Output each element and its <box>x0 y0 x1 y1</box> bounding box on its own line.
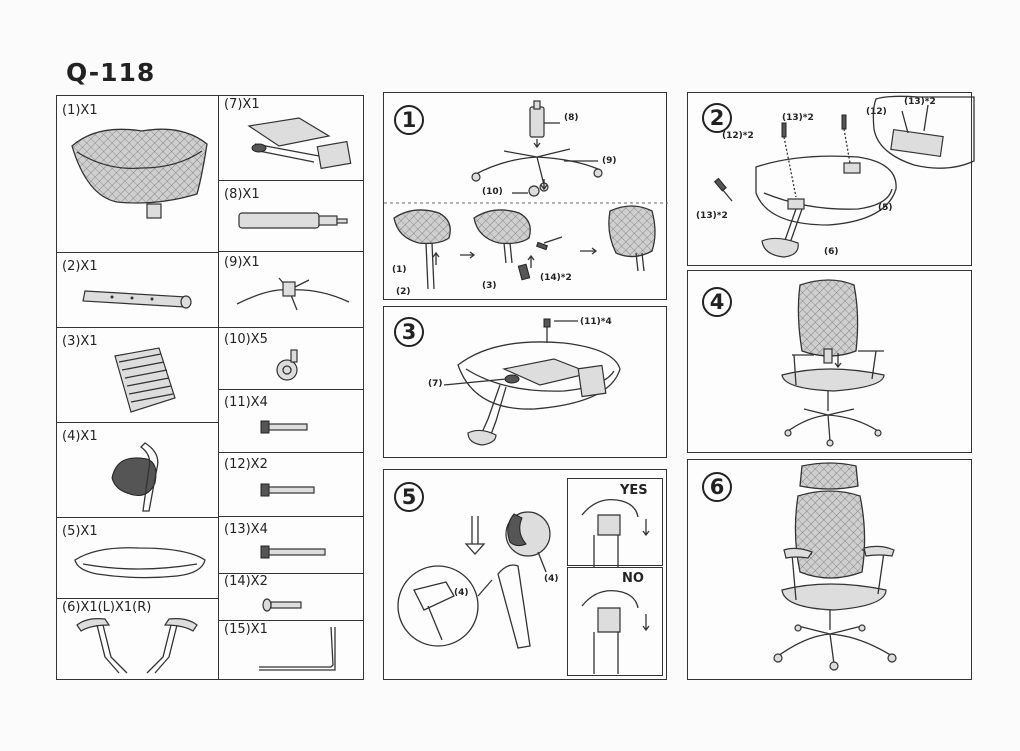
callout-7: (7) <box>428 379 443 389</box>
star-base-icon <box>236 277 350 311</box>
part-cell-3: (3)X1 <box>56 327 219 423</box>
armrests-icon <box>76 618 198 674</box>
part-label: (15)X1 <box>224 622 268 637</box>
callout-6: (6) <box>824 247 839 257</box>
medium-bolt-icon <box>260 483 315 497</box>
part-cell-14: (14)X2 <box>218 573 364 621</box>
screw-icon <box>262 598 302 612</box>
part-cell-2: (2)X1 <box>56 252 219 328</box>
part-label: (9)X1 <box>224 255 260 270</box>
step-5-panel: 5 (4) (4) YES NO <box>383 469 667 680</box>
step-6-chair-icon <box>773 462 897 671</box>
part-label: (7)X1 <box>224 97 260 112</box>
callout-4a: (4) <box>544 574 559 584</box>
part-cell-7: (7)X1 <box>218 95 364 181</box>
gas-lift-icon <box>238 212 348 229</box>
callout-5: (5) <box>878 203 893 213</box>
mesh-seat-icon <box>71 128 208 219</box>
seat-cushion-icon <box>74 547 206 579</box>
short-bolt-icon <box>260 420 308 434</box>
part-label: (6)X1(L)X1(R) <box>62 600 152 615</box>
part-cell-13: (13)X4 <box>218 516 364 574</box>
step-2-number: 2 <box>702 103 732 133</box>
callout-12-inset: (12) <box>866 107 887 117</box>
part-label: (11)X4 <box>224 395 268 410</box>
step-4-chair-icon <box>781 279 885 447</box>
step-4-number: 4 <box>702 287 732 317</box>
step-2-illustration <box>713 95 975 258</box>
part-label: (5)X1 <box>62 524 98 539</box>
callout-13-b: (13)*2 <box>696 211 728 221</box>
long-bolt-icon <box>260 545 326 559</box>
callout-8: (8) <box>564 113 579 123</box>
part-label: (2)X1 <box>62 259 98 274</box>
callout-13-a: (13)*2 <box>782 113 814 123</box>
no-inset: NO <box>567 567 663 676</box>
part-label: (3)X1 <box>62 334 98 349</box>
allen-key-icon <box>259 626 336 671</box>
seat-bracket-icon <box>82 290 192 309</box>
part-label: (14)X2 <box>224 574 268 589</box>
lumbar-pad-icon <box>114 347 176 413</box>
callout-4b: (4) <box>454 588 469 598</box>
callout-12: (12)*2 <box>722 131 754 141</box>
step-1-number: 1 <box>394 105 424 135</box>
part-label: (12)X2 <box>224 457 268 472</box>
step-4-panel: 4 <box>687 270 972 453</box>
part-label: (1)X1 <box>62 103 98 118</box>
callout-9: (9) <box>602 156 617 166</box>
part-label: (4)X1 <box>62 429 98 444</box>
step-1-illustration <box>384 100 668 290</box>
no-illustration <box>581 589 650 674</box>
callout-1: (1) <box>392 265 407 275</box>
step-3-panel: 3 (11)*4 (7) <box>383 306 667 458</box>
callout-2: (2) <box>396 287 411 297</box>
yes-inset: YES <box>567 478 663 567</box>
part-cell-1: (1)X1 <box>56 95 219 253</box>
step-5-illustration <box>397 511 551 649</box>
yes-illustration <box>581 498 650 567</box>
step-1-panel: 1 <box>383 92 668 300</box>
callout-13-inset: (13)*2 <box>904 97 936 107</box>
part-cell-9: (9)X1 <box>218 251 364 328</box>
part-label: (13)X4 <box>224 522 268 537</box>
no-label: NO <box>622 571 644 586</box>
callout-11: (11)*4 <box>580 317 612 327</box>
part-cell-6: (6)X1(L)X1(R) <box>56 598 219 680</box>
caster-icon <box>276 349 298 381</box>
part-cell-4: (4)X1 <box>56 422 219 518</box>
part-cell-12: (12)X2 <box>218 452 364 517</box>
part-cell-11: (11)X4 <box>218 389 364 453</box>
step-3-illustration <box>443 318 621 446</box>
headrest-support-icon <box>111 442 159 512</box>
part-cell-10: (10)X5 <box>218 327 364 390</box>
yes-label: YES <box>620 483 648 498</box>
model-title: Q-118 <box>66 58 156 87</box>
step-6-panel: 6 <box>687 459 972 680</box>
part-label: (8)X1 <box>224 187 260 202</box>
callout-10: (10) <box>482 187 503 197</box>
step-2-panel: 2 (13)*2 (12)*2 (12) (13)*2 (13)*2 (5) (… <box>687 92 975 266</box>
part-cell-8: (8)X1 <box>218 180 364 252</box>
callout-3: (3) <box>482 281 497 291</box>
callout-14: (14)*2 <box>540 273 572 283</box>
part-label: (10)X5 <box>224 332 268 347</box>
step-6-number: 6 <box>702 472 732 502</box>
part-cell-15: (15)X1 <box>218 620 364 680</box>
step-3-number: 3 <box>394 317 424 347</box>
step-5-number: 5 <box>394 482 424 512</box>
tilt-mechanism-icon <box>247 117 352 170</box>
part-cell-5: (5)X1 <box>56 517 219 599</box>
